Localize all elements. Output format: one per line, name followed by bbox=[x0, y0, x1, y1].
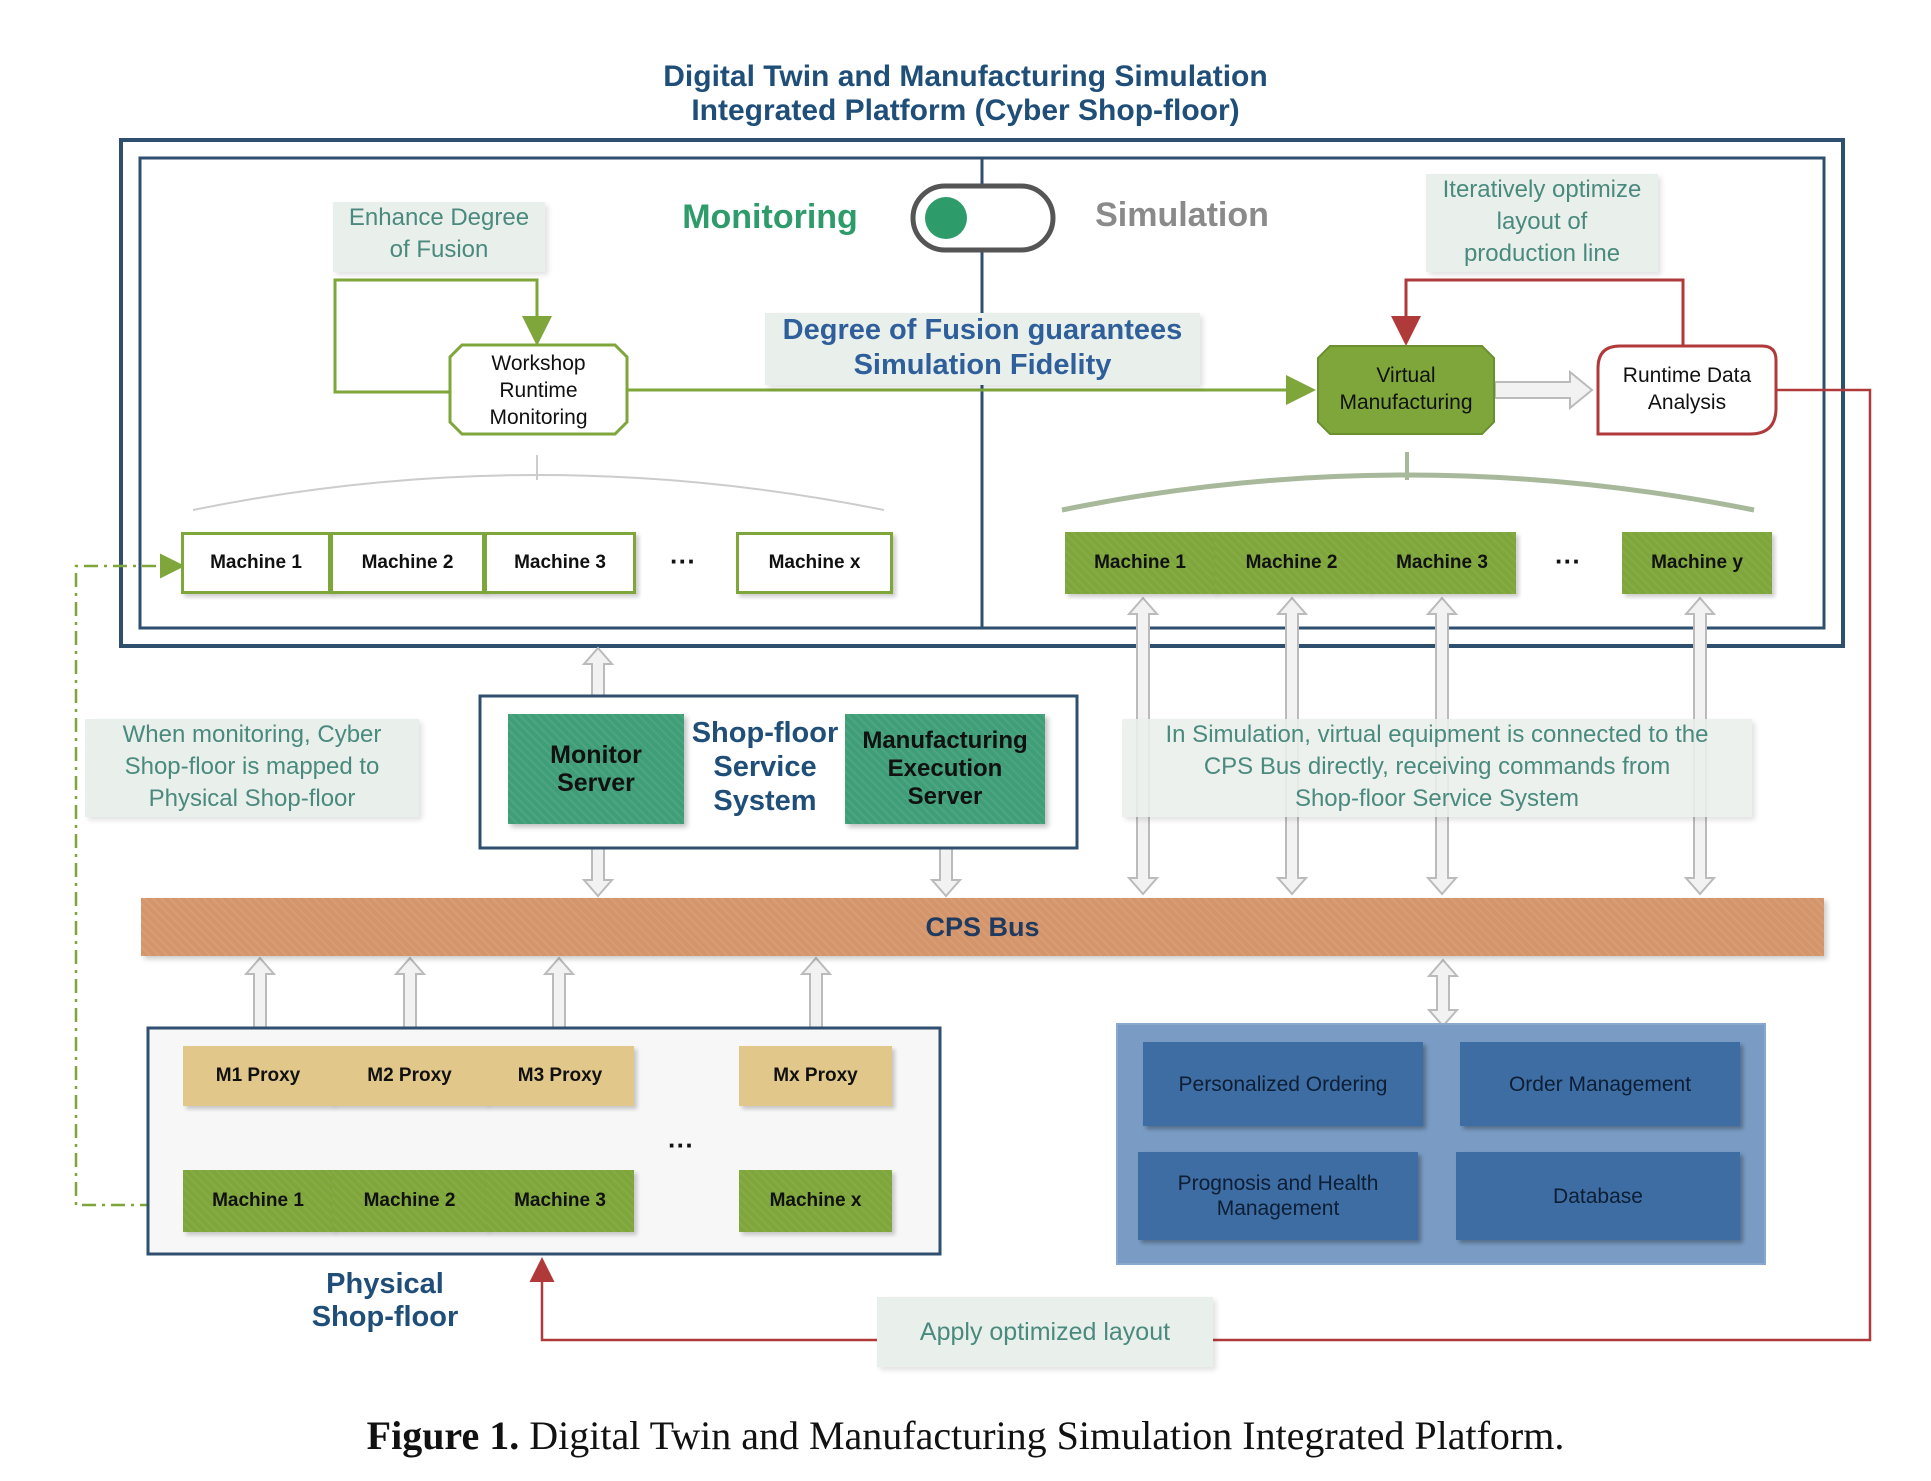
monitoring-label: Monitoring bbox=[682, 198, 858, 236]
virtual-line-1: Virtual bbox=[1376, 364, 1436, 387]
proxy-m1: M1 Proxy bbox=[183, 1046, 333, 1106]
proxy-m3: M3 Proxy bbox=[486, 1046, 634, 1106]
cyber-monitor-machine-2: Machine 2 bbox=[330, 532, 485, 594]
caption-text: Digital Twin and Manufacturing Simulatio… bbox=[519, 1413, 1565, 1458]
optimize-note-line-3: production line bbox=[1463, 240, 1621, 267]
physical-machine-2: Machine 2 bbox=[332, 1170, 487, 1232]
runtime-line-2: Analysis bbox=[1647, 391, 1727, 414]
cps-bus-label: CPS Bus bbox=[925, 911, 1040, 942]
mes-server: Manufacturing Execution Server bbox=[845, 714, 1045, 824]
enhance-note-line-1: Enhance Degree bbox=[348, 204, 530, 231]
fusion-fidelity-note: Degree of Fusion guarantees Simulation F… bbox=[765, 313, 1200, 385]
cyber-monitor-machine-x: Machine x bbox=[736, 532, 893, 594]
virtual-line-2: Manufacturing bbox=[1339, 391, 1473, 414]
mapping-line bbox=[74, 553, 185, 1207]
simulation-note-line-2: CPS Bus directly, receiving commands fro… bbox=[1203, 753, 1671, 780]
mode-toggle-knob bbox=[925, 197, 967, 239]
database: Database bbox=[1456, 1152, 1740, 1240]
simulation-note: In Simulation, virtual equipment is conn… bbox=[1122, 719, 1752, 817]
mes-line-1: Manufacturing bbox=[862, 727, 1028, 754]
personalized-ordering: Personalized Ordering bbox=[1143, 1042, 1423, 1126]
workshop-monitoring-text: Workshop Runtime Monitoring bbox=[450, 350, 627, 431]
mapping-note-line-2: Shop-floor is mapped to bbox=[124, 753, 380, 780]
cyber-sim-ellipsis: ··· bbox=[1555, 546, 1581, 576]
mapping-note: When monitoring, Cyber Shop-floor is map… bbox=[85, 719, 419, 817]
cyber-monitor-machine-3: Machine 3 bbox=[484, 532, 636, 594]
mapping-note-line-3: Physical Shop-floor bbox=[148, 785, 356, 812]
monitor-server-line-2: Server bbox=[557, 769, 635, 797]
runtime-analysis-shape bbox=[1596, 344, 1778, 436]
simulation-label: Simulation bbox=[1095, 196, 1269, 234]
title-line-2: Integrated Platform (Cyber Shop-floor) bbox=[691, 94, 1240, 127]
cyber-sim-machine-1: Machine 1 bbox=[1065, 532, 1215, 594]
optimize-layout-note: Iteratively optimize layout of productio… bbox=[1426, 174, 1658, 272]
runtime-line-1: Runtime Data bbox=[1622, 364, 1752, 387]
arrow-bus-business bbox=[1426, 958, 1460, 1028]
monitor-brace bbox=[192, 474, 885, 511]
service-system-title: Shop-floor Service System bbox=[687, 716, 843, 818]
mes-line-2: Execution bbox=[887, 755, 1003, 782]
workshop-monitoring-shape bbox=[448, 343, 629, 436]
simulation-note-line-3: Shop-floor Service System bbox=[1294, 785, 1580, 812]
caption-label: Figure 1. bbox=[366, 1413, 520, 1458]
title-line-1: Digital Twin and Manufacturing Simulatio… bbox=[663, 60, 1268, 93]
page-title: Digital Twin and Manufacturing Simulatio… bbox=[0, 60, 1931, 128]
order-management: Order Management bbox=[1460, 1042, 1740, 1126]
service-title-line-2: Service bbox=[713, 751, 817, 783]
optimize-note-line-1: Iteratively optimize bbox=[1442, 176, 1642, 203]
workshop-line-2: Runtime bbox=[499, 379, 578, 402]
physical-label-line-1: Physical bbox=[326, 1268, 444, 1300]
cyber-sim-machine-2: Machine 2 bbox=[1214, 532, 1369, 594]
enhance-note-line-2: of Fusion bbox=[389, 236, 489, 263]
service-title-line-1: Shop-floor bbox=[691, 717, 839, 749]
apply-layout-note: Apply optimized layout bbox=[877, 1297, 1213, 1367]
cyber-sim-machine-3: Machine 3 bbox=[1368, 532, 1516, 594]
service-title-line-3: System bbox=[713, 785, 817, 817]
proxy-mx: Mx Proxy bbox=[739, 1046, 892, 1106]
physical-label-line-2: Shop-floor bbox=[311, 1301, 459, 1333]
mes-line-3: Server bbox=[907, 783, 983, 810]
virtual-to-analysis-arrow bbox=[1494, 369, 1594, 411]
cyber-monitor-ellipsis: ··· bbox=[670, 546, 696, 576]
figure-caption: Figure 1. Digital Twin and Manufacturing… bbox=[0, 1412, 1931, 1459]
cyber-sim-machine-y: Machine y bbox=[1622, 532, 1772, 594]
fidelity-note-line-2: Simulation Fidelity bbox=[853, 349, 1112, 381]
enhance-fusion-note: Enhance Degree of Fusion bbox=[333, 202, 545, 272]
optimize-note-line-2: layout of bbox=[1496, 208, 1588, 235]
physical-ellipsis: ··· bbox=[668, 1130, 694, 1160]
physical-machine-1: Machine 1 bbox=[183, 1170, 333, 1232]
mapping-note-line-1: When monitoring, Cyber bbox=[122, 721, 382, 748]
physical-machine-3: Machine 3 bbox=[486, 1170, 634, 1232]
apply-layout-line bbox=[529, 388, 1872, 1342]
runtime-analysis-text: Runtime Data Analysis bbox=[1598, 362, 1776, 416]
cyber-monitor-machine-1: Machine 1 bbox=[181, 532, 331, 594]
optimize-loop-line bbox=[1391, 278, 1685, 346]
workshop-line-1: Workshop bbox=[491, 352, 586, 375]
virtual-manufacturing-shape bbox=[1317, 345, 1495, 435]
cps-bus: CPS Bus bbox=[141, 898, 1824, 956]
monitor-server: Monitor Server bbox=[508, 714, 684, 824]
virtual-manufacturing-text: Virtual Manufacturing bbox=[1318, 362, 1494, 416]
fidelity-note-line-1: Degree of Fusion guarantees bbox=[782, 314, 1183, 346]
enhance-loop-line bbox=[333, 278, 552, 394]
physical-shopfloor-label: Physical Shop-floor bbox=[290, 1268, 480, 1334]
simulation-note-line-1: In Simulation, virtual equipment is conn… bbox=[1165, 721, 1709, 748]
monitor-server-line-1: Monitor bbox=[550, 741, 642, 769]
workshop-line-3: Monitoring bbox=[489, 406, 588, 429]
cyber-shopfloor-outer-frame bbox=[119, 138, 1845, 648]
sim-brace bbox=[1061, 472, 1755, 513]
proxy-m2: M2 Proxy bbox=[332, 1046, 487, 1106]
physical-machine-x: Machine x bbox=[739, 1170, 892, 1232]
prognosis-health-management: Prognosis and Health Management bbox=[1138, 1152, 1418, 1240]
apply-layout-text: Apply optimized layout bbox=[919, 1318, 1171, 1346]
